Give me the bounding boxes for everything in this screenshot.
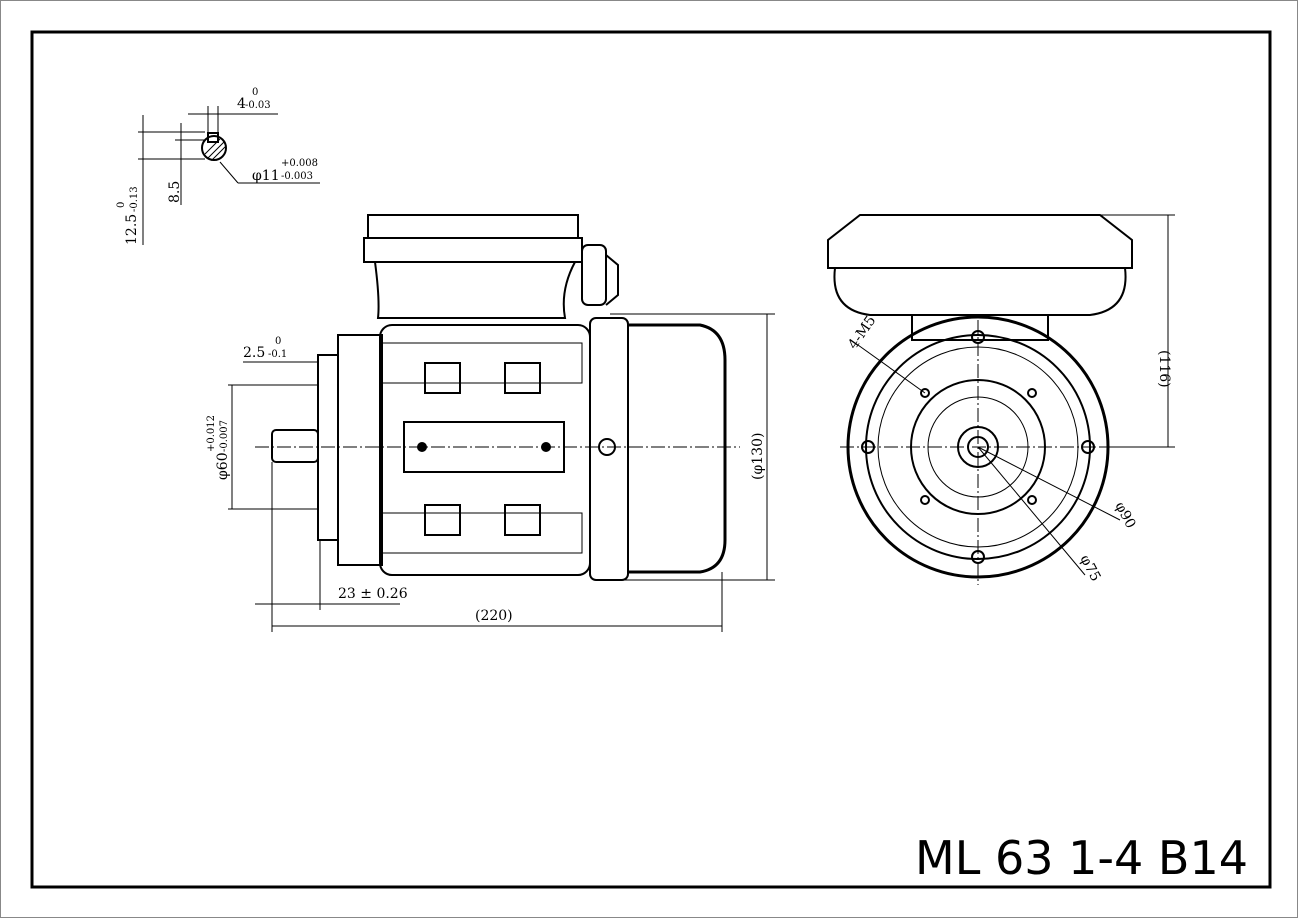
shaft-length-label: 23 ± 0.26 (338, 586, 408, 602)
flange-thickness-lower-tol: -0.1 (268, 349, 287, 360)
spigot-front-label: φ75 (1076, 552, 1103, 584)
shaft-dia-lower-tol: -0.003 (281, 171, 313, 182)
shaft-dia-label: φ11 (252, 168, 280, 184)
key-height-lower-tol: -0.13 (129, 186, 140, 212)
flange-thickness-label: 2.5 (243, 345, 265, 361)
shaft-dia-upper-tol: +0.008 (281, 158, 318, 169)
spigot-dia-label: φ60 (215, 452, 231, 480)
pcd-label: φ90 (1111, 499, 1138, 531)
key-height-label: 12.5 (124, 214, 140, 245)
key-height-upper-tol: 0 (116, 202, 127, 208)
thread-holes-label: 4-M5 (845, 313, 879, 352)
motor-side-view (228, 214, 775, 632)
key-width-lower-tol: -0.03 (245, 100, 271, 111)
motor-front-view (827, 214, 1175, 585)
keyway-detail (138, 106, 320, 245)
spigot-dia-lower-tol: -0.007 (219, 420, 230, 452)
body-dia-label: (φ130) (750, 433, 766, 480)
key-width-label: 4 (237, 96, 246, 112)
key-width-upper-tol: 0 (252, 87, 258, 98)
drawing-frame (30, 30, 1272, 889)
flange-thickness-upper-tol: 0 (275, 336, 281, 347)
height-to-box-label: (116) (1156, 350, 1172, 388)
spigot-dia-upper-tol: +0.012 (206, 415, 217, 452)
overall-length-label: (220) (475, 608, 513, 624)
key-depth-label: 8.5 (167, 181, 183, 203)
drawing-title: ML 63 1-4 B14 (915, 831, 1248, 885)
